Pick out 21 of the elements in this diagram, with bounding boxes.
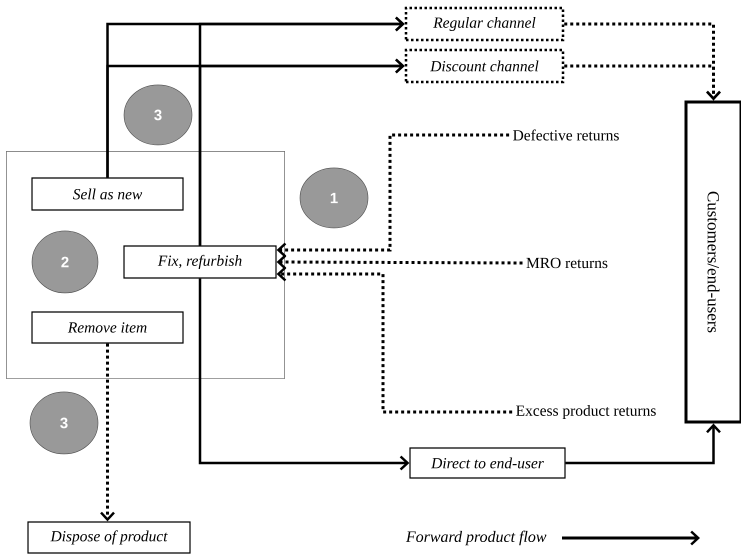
process-box: Remove item xyxy=(31,311,184,344)
channel-box: Regular channel xyxy=(404,6,564,42)
arrow xyxy=(566,423,721,464)
arrow xyxy=(198,278,410,470)
process-box: Dispose of product xyxy=(27,521,191,554)
process-box: Sell as new xyxy=(31,177,184,211)
dotted-arrow xyxy=(564,64,721,100)
dotted-arrow xyxy=(276,266,512,414)
channel-box: Discount channel xyxy=(404,48,564,84)
process-box: Direct to end-user xyxy=(409,447,566,479)
dotted-arrow xyxy=(276,133,510,258)
return-label: Excess product returns xyxy=(516,404,656,419)
return-label: MRO returns xyxy=(526,258,608,268)
process-box: Fix, refurbish xyxy=(123,245,277,279)
customer-box: Customers/end-users xyxy=(684,100,741,424)
group-frame xyxy=(6,151,285,379)
arrow xyxy=(198,58,405,246)
return-label: Defective returns xyxy=(513,129,619,140)
dotted-arrow xyxy=(100,344,115,522)
dotted-arrow xyxy=(276,254,523,270)
legend-label: Forward product flow xyxy=(406,530,546,546)
